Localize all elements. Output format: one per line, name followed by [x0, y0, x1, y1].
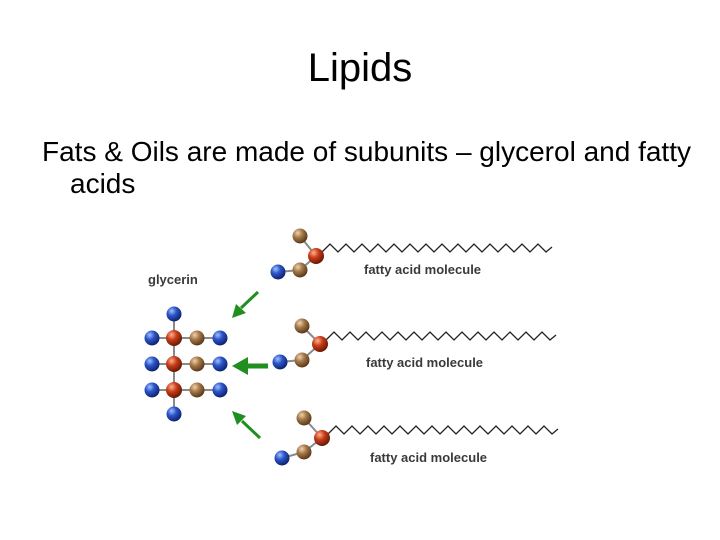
hydrogen-atom [212, 356, 228, 372]
hydrogen-atom [274, 450, 290, 466]
oxygen-atom [312, 336, 328, 352]
carbon-atom [292, 228, 308, 244]
hydrogen-atom [212, 330, 228, 346]
hydrogen-atom [144, 330, 160, 346]
carbon-atom [294, 352, 310, 368]
carbon-atom [189, 382, 205, 398]
fatty-acid-molecule-2 [272, 318, 557, 370]
slide-body-text: Fats & Oils are made of subunits – glyce… [42, 136, 691, 199]
arrow-icon [232, 411, 262, 440]
fatty-acid-label-2: fatty acid molecule [366, 355, 483, 370]
carbon-atom [189, 330, 205, 346]
hydrogen-atom [270, 264, 286, 280]
fatty-acid-label-1: fatty acid molecule [364, 262, 481, 277]
slide-title: Lipids [307, 46, 413, 90]
hydrogen-atom [272, 354, 288, 370]
fatty-acid-label-3: fatty acid molecule [370, 450, 487, 465]
carbon-atom [294, 318, 310, 334]
oxygen-atom [314, 430, 330, 446]
fatty-acid-molecule-1 [270, 228, 553, 280]
hydrogen-atom [166, 406, 182, 422]
arrow-icon [232, 357, 268, 375]
arrow-icon [232, 290, 260, 318]
hydrogen-atom [212, 382, 228, 398]
oxygen-atom [166, 382, 182, 398]
hydrogen-atom [144, 382, 160, 398]
carbon-atom [296, 444, 312, 460]
carbon-atom [296, 410, 312, 426]
glycerin-label: glycerin [148, 272, 198, 287]
hydrogen-atom [166, 306, 182, 322]
oxygen-atom [308, 248, 324, 264]
oxygen-atom [166, 356, 182, 372]
hydrogen-atom [144, 356, 160, 372]
carbon-atom [189, 356, 205, 372]
oxygen-atom [166, 330, 182, 346]
fatty-acid-molecule-3 [274, 410, 559, 466]
carbon-atom [292, 262, 308, 278]
glycerin-molecule [144, 306, 228, 422]
